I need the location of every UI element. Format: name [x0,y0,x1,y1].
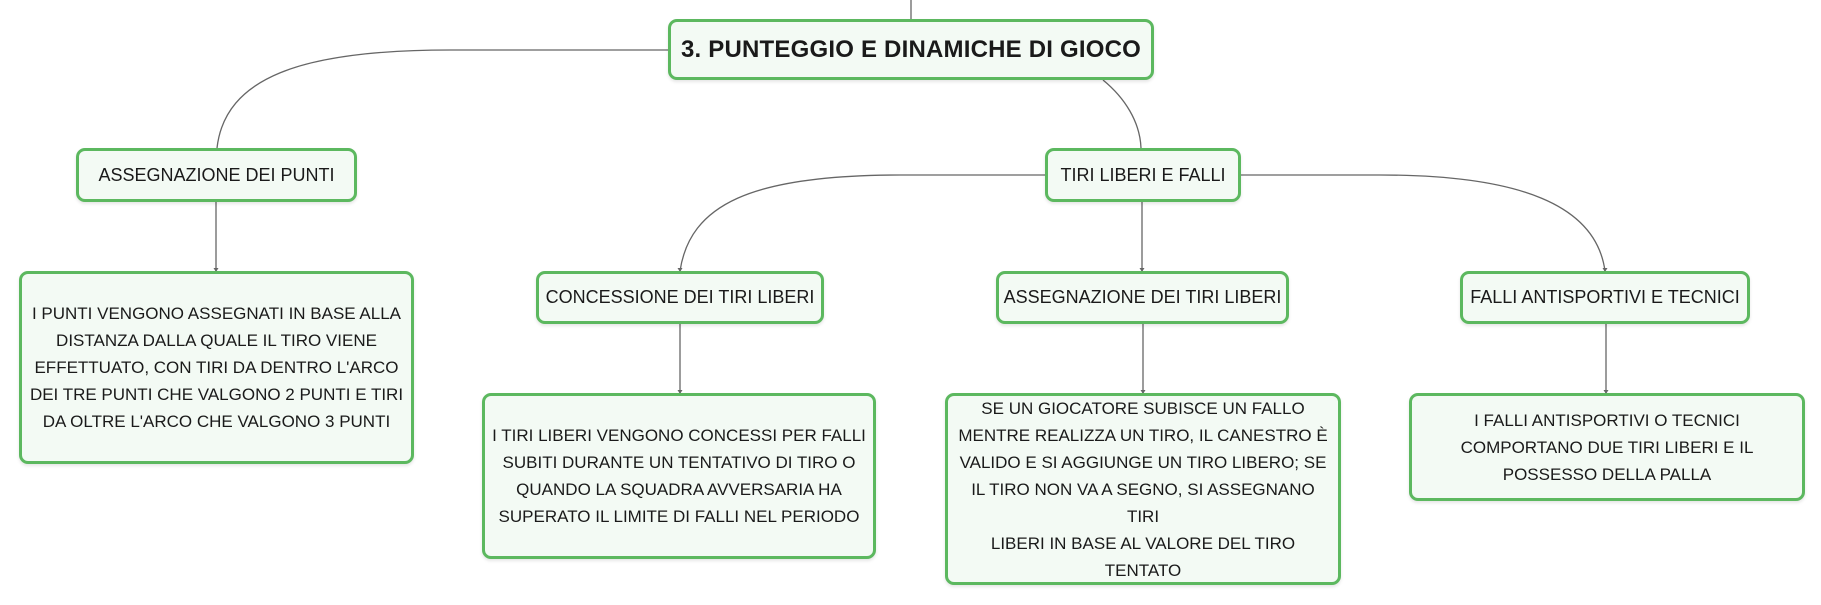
topic-concessione-tiri-liberi[interactable]: CONCESSIONE DEI TIRI LIBERI [536,271,824,324]
topic-label: ASSEGNAZIONE DEI PUNTI [98,164,335,185]
root-title: 3. PUNTEGGIO E DINAMICHE DI GIOCO [681,35,1141,63]
detail-line: DISTANZA DALLA QUALE IL TIRO VIENE [56,331,377,350]
detail-text: I PUNTI VENGONO ASSEGNATI IN BASE ALLA D… [30,300,403,435]
detail-line: VALIDO E SI AGGIUNGE UN TIRO LIBERO; SE [959,452,1327,472]
detail-line: SUBITI DURANTE UN TENTATIVO DI TIRO O [502,453,856,472]
detail-line: QUANDO LA SQUADRA AVVERSARIA HA [516,480,842,499]
topic-tiri-liberi-falli[interactable]: TIRI LIBERI E FALLI [1045,148,1241,202]
connector-root-tiri-liberi [1102,79,1142,149]
topic-assegnazione-tiri-liberi[interactable]: ASSEGNAZIONE DEI TIRI LIBERI [996,271,1289,324]
topic-falli-antisportivi[interactable]: FALLI ANTISPORTIVI E TECNICI [1460,271,1750,324]
topic-assegnazione-punti[interactable]: ASSEGNAZIONE DEI PUNTI [76,148,357,202]
detail-line: I FALLI ANTISPORTIVI O TECNICI [1474,410,1740,430]
connector-root-assegnazione-punti [216,49,668,149]
topic-label: FALLI ANTISPORTIVI E TECNICI [1470,287,1740,307]
detail-line: DA OLTRE L'ARCO CHE VALGONO 3 PUNTI [42,412,391,431]
detail-line: I TIRI LIBERI VENGONO CONCESSI PER FALLI [492,426,866,445]
detail-falli-antisportivi[interactable]: I FALLI ANTISPORTIVI O TECNICI COMPORTAN… [1409,393,1805,501]
detail-line: DEI TRE PUNTI CHE VALGONO 2 PUNTI E TIRI [29,385,404,404]
detail-line: SUPERATO IL LIMITE DI FALLI NEL PERIODO [498,507,860,526]
detail-line: LIBERI IN BASE AL VALORE DEL TIRO TENTAT… [990,533,1296,580]
detail-text: I TIRI LIBERI VENGONO CONCESSI PER FALLI… [492,422,866,530]
root-node[interactable]: 3. PUNTEGGIO E DINAMICHE DI GIOCO [668,19,1154,80]
topic-label: CONCESSIONE DEI TIRI LIBERI [545,287,815,307]
detail-line: EFFETTUATO, CON TIRI DA DENTRO L'ARCO [34,358,399,377]
detail-line: IL TIRO NON VA A SEGNO, SI ASSEGNANO TIR… [971,479,1315,526]
detail-text: I FALLI ANTISPORTIVI O TECNICI COMPORTAN… [1461,407,1754,488]
detail-line: POSSESSO DELLA PALLA [1502,464,1712,484]
topic-label: ASSEGNAZIONE DEI TIRI LIBERI [1003,287,1282,307]
connector-tiri-concessione [679,174,1045,272]
detail-text: SE UN GIOCATORE SUBISCE UN FALLO MENTRE … [954,395,1332,584]
detail-concessione[interactable]: I TIRI LIBERI VENGONO CONCESSI PER FALLI… [482,393,876,559]
connector-tiri-falli-antisportivi [1241,174,1606,272]
detail-line: COMPORTANO DUE TIRI LIBERI E IL [1460,437,1754,457]
detail-punti[interactable]: I PUNTI VENGONO ASSEGNATI IN BASE ALLA D… [19,271,414,464]
detail-line: I PUNTI VENGONO ASSEGNATI IN BASE ALLA [31,304,402,323]
detail-line: MENTRE REALIZZA UN TIRO, IL CANESTRO È [958,425,1328,445]
detail-line: SE UN GIOCATORE SUBISCE UN FALLO [981,398,1305,418]
topic-label: TIRI LIBERI E FALLI [1060,164,1226,185]
detail-assegnazione-tiri[interactable]: SE UN GIOCATORE SUBISCE UN FALLO MENTRE … [945,393,1341,585]
